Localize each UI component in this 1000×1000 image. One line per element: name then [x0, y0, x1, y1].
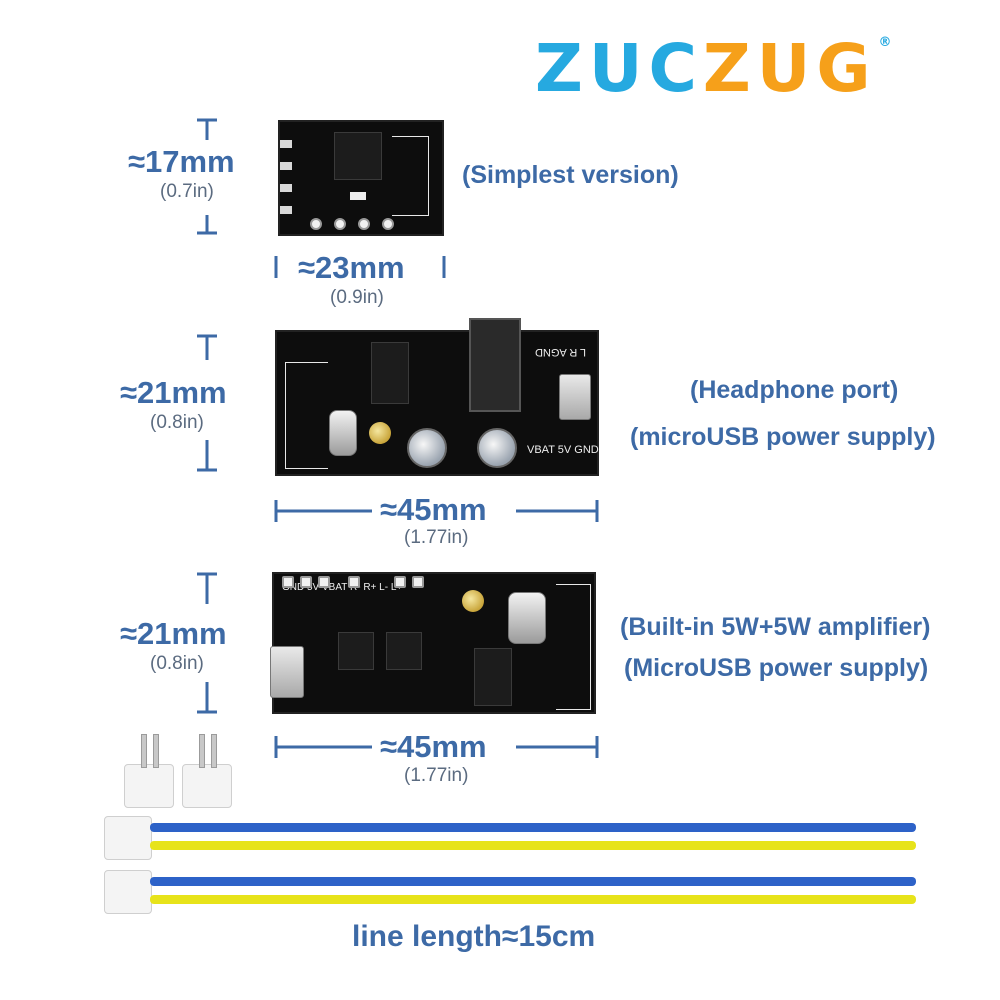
board3-image: GND 5V VBAT R- R+ L- L+ — [270, 572, 596, 714]
board2-silk-top: L R AGND — [535, 346, 586, 358]
board3-caption-1: (Built-in 5W+5W amplifier) — [620, 613, 931, 641]
connector-plug-1 — [124, 764, 174, 808]
board2-width-sub: (1.77in) — [404, 527, 469, 548]
board3-silk-labels: GND 5V VBAT R- R+ L- L+ — [282, 582, 403, 593]
brand-logo-left: ZUC — [535, 30, 703, 107]
board2-height-label: ≈21mm — [120, 375, 227, 410]
cable1-yellow-wire — [150, 841, 916, 850]
board2-caption-2: (microUSB power supply) — [630, 423, 936, 451]
registered-mark: ® — [878, 35, 892, 50]
board1-width-sub: (0.9in) — [330, 287, 384, 308]
board2-caption-1: (Headphone port) — [690, 376, 899, 404]
board3-caption-2: (MicroUSB power supply) — [624, 654, 929, 682]
cable1-blue-wire — [150, 823, 916, 832]
board3-width-label: ≈45mm — [380, 729, 487, 764]
microusb-port-2 — [270, 646, 304, 698]
cable-length-label: line length≈15cm — [352, 920, 596, 953]
brand-logo-right: ZUG — [702, 30, 877, 107]
connector-plug-2 — [182, 764, 232, 808]
board1-width-label: ≈23mm — [298, 250, 405, 285]
board3-width-sub: (1.77in) — [404, 765, 469, 786]
board1-height-sub: (0.7in) — [160, 181, 214, 202]
headphone-jack — [469, 318, 521, 412]
capacitor-1 — [407, 428, 447, 468]
cable2-connector — [104, 870, 152, 914]
microusb-port — [559, 374, 591, 420]
cable2-yellow-wire — [150, 895, 916, 904]
capacitor-2 — [477, 428, 517, 468]
board3-height-sub: (0.8in) — [150, 653, 204, 674]
board3-height-label: ≈21mm — [120, 616, 227, 651]
board2-width-label: ≈45mm — [380, 492, 487, 527]
board1-caption: (Simplest version) — [462, 161, 679, 189]
board2-image: L R AGND VBAT 5V GND — [275, 318, 599, 476]
board2-height-sub: (0.8in) — [150, 412, 204, 433]
board1-image — [278, 120, 444, 236]
brand-logo: ZUCZUG® — [535, 36, 892, 102]
cable1-connector — [104, 816, 152, 860]
board2-silk-bottom: VBAT 5V GND — [527, 444, 599, 456]
board1-height-label: ≈17mm — [128, 144, 235, 179]
cable2-blue-wire — [150, 877, 916, 886]
